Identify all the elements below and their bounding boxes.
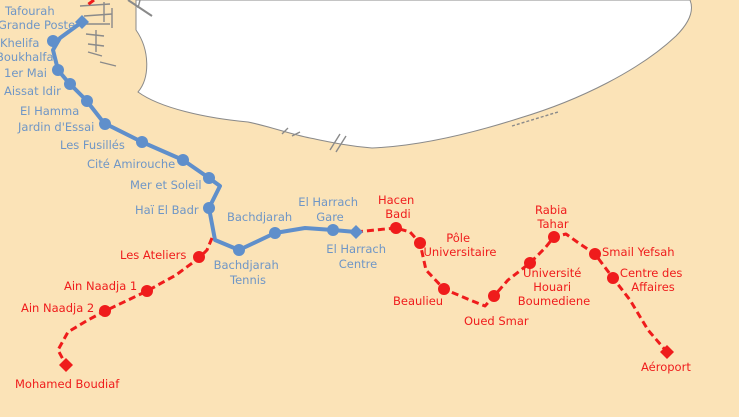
station-label-bachdjarah-tennis: Bachdjarah Tennis: [214, 258, 283, 287]
station-label-ain-naadja-2: Ain Naadja 2: [21, 301, 94, 315]
station-label-centre-des-affaires: Centre des Affaires: [620, 266, 686, 294]
station-label-1er-mai: 1er Mai: [4, 66, 47, 80]
station-label-el-harrach-gare: El Harrach Gare: [298, 195, 361, 224]
station-marker-el-harrach-gare: [327, 224, 339, 236]
station-label-jardin-d-essai: Jardin d'Essai: [17, 120, 94, 134]
station-markers: [47, 15, 674, 372]
station-marker-aeroport: [660, 345, 674, 359]
station-marker-smail-yefsah: [589, 248, 601, 260]
station-label-les-fusilles: Les Fusillés: [60, 138, 125, 152]
station-marker-jardin-d-essai: [99, 118, 111, 130]
station-marker-les-fusilles: [136, 136, 148, 148]
station-marker-hacen-badi: [390, 222, 402, 234]
extension-line-north: [85, 0, 95, 8]
station-marker-bachdjarah-tennis: [233, 244, 245, 256]
station-label-hai-el-badr: Haï El Badr: [135, 203, 199, 217]
station-marker-bachdjarah: [269, 227, 281, 239]
station-marker-1er-mai: [52, 64, 64, 76]
station-label-rabia-tahar: Rabia Tahar: [535, 203, 571, 231]
station-label-les-ateliers: Les Ateliers: [120, 248, 186, 262]
station-marker-el-hamma: [81, 95, 93, 107]
station-marker-ain-naadja-1: [141, 285, 153, 297]
station-marker-les-ateliers: [193, 251, 205, 263]
station-marker-universite-houari-boumediene: [524, 257, 536, 269]
station-marker-cite-amirouche: [177, 154, 189, 166]
station-label-aissat-idir: Aissat Idir: [4, 84, 61, 98]
station-label-ain-naadja-1: Ain Naadja 1: [64, 279, 137, 293]
station-label-aeroport: Aéroport: [641, 360, 691, 374]
station-label-khelifa-boukhalfa: Khelifa Boukhalfa: [0, 36, 54, 64]
station-marker-beaulieu: [438, 283, 450, 295]
station-label-oued-smar: Oued Smar: [464, 314, 529, 328]
station-label-cite-amirouche: Cité Amirouche: [87, 157, 175, 171]
station-label-tafourah-grande-poste: Tafourah Grande Poste: [0, 4, 75, 32]
station-label-mer-et-soleil: Mer et Soleil: [130, 178, 202, 192]
station-label-beaulieu: Beaulieu: [393, 294, 443, 308]
station-marker-el-harrach-centre: [349, 225, 363, 239]
harbour-piers: [79, 0, 559, 153]
station-marker-hai-el-badr: [203, 202, 215, 214]
station-label-pole-universitaire: Pôle Universitaire: [424, 231, 497, 259]
station-label-bachdjarah: Bachdjarah: [227, 210, 292, 224]
station-marker-mohamed-boudiaf: [59, 358, 73, 372]
station-label-mohamed-boudiaf: Mohamed Boudiaf: [15, 377, 120, 391]
station-marker-mer-et-soleil: [203, 172, 215, 184]
station-label-hacen-badi: Hacen Badi: [378, 193, 418, 221]
station-label-smail-yefsah: Smail Yefsah: [602, 245, 675, 259]
station-marker-khelifa-boukhalfa: [47, 35, 59, 47]
sea-bay: [135, 0, 692, 149]
station-marker-ain-naadja-2: [99, 305, 111, 317]
station-marker-tafourah-grande-poste: [75, 15, 89, 29]
station-label-universite-houari-boumediene: Université Houari Boumediene: [518, 266, 590, 308]
station-label-el-harrach-centre: El Harrach Centre: [326, 242, 389, 271]
station-marker-centre-des-affaires: [607, 272, 619, 284]
station-marker-oued-smar: [488, 290, 500, 302]
station-marker-pole-universitaire: [414, 237, 426, 249]
station-marker-rabia-tahar: [548, 231, 560, 243]
station-label-el-hamma: El Hamma: [20, 104, 79, 118]
station-marker-aissat-idir: [64, 78, 76, 90]
extension-line-east: [355, 226, 669, 353]
